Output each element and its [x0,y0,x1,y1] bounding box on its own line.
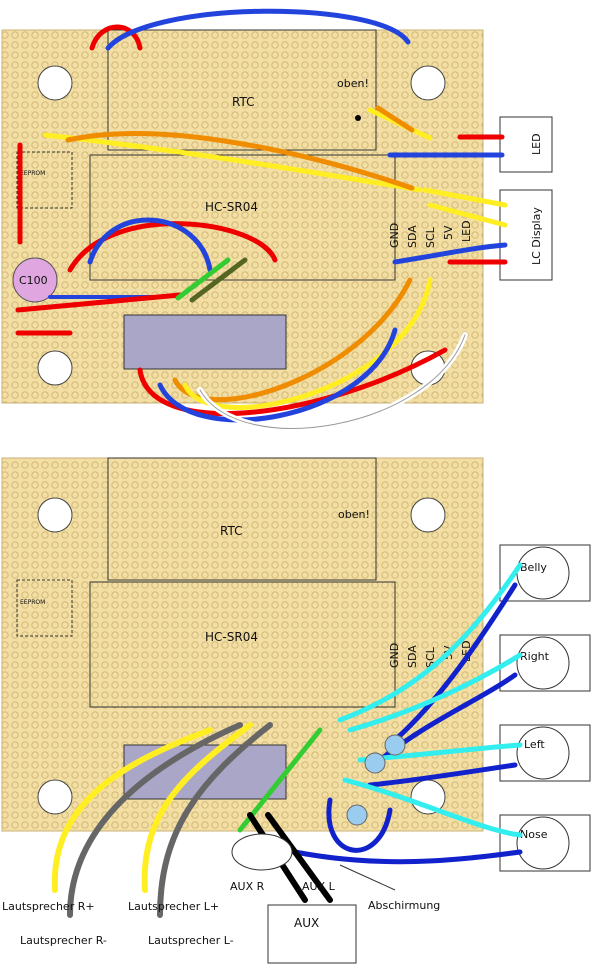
wire-black-aux-l [265,812,333,903]
sensor-label: Belly [520,561,547,574]
wire-white-loop-edge [199,334,466,429]
top-pin-labels: GND SDA SCL 5V LED [388,220,473,248]
solder-dot [355,115,361,121]
wire-blue-nose-loop [326,797,393,853]
hcsr04-label: HC-SR04 [205,200,258,214]
aux-l-label: AUX L [302,880,336,893]
wire-yellow-1 [42,132,423,193]
eeprom-label: EEPROM [20,170,45,177]
wire-red-long [15,292,183,313]
oben-note-bottom: oben! [338,508,370,521]
lcd-box [499,189,553,281]
wire-yellow-l [141,722,253,893]
sensor-circle [516,726,570,780]
wire-yellow-loop [182,277,433,410]
lcd-box-label: LC Display [530,207,543,265]
wire-red-arc [67,221,278,273]
wire-red-loop [137,347,448,416]
aux-label: AUX [294,916,319,930]
pin-led: LED [460,220,473,242]
wire-olive [189,257,248,303]
wire-green [175,257,231,301]
sensor-circle [516,816,570,870]
wire-orange-1 [65,131,415,191]
wire-blue-top [105,8,411,51]
pin-gnd: GND [388,223,401,248]
wire-blue-belly [392,582,518,743]
oben-note: oben! [337,77,369,90]
sensor-nose: Nose [499,814,591,872]
pin-scl: SCL [424,226,437,248]
rtc-label: RTC [232,95,254,109]
wire-blue-loop [157,327,398,423]
sensor-circle [516,636,570,690]
wire-cyan-belly [337,562,523,723]
led-box-label: LED [530,133,543,155]
pin-sda-bottom: SDA [406,645,419,668]
transistor [364,752,386,774]
capacitor-c100 [12,257,58,303]
eeprom-chip-bottom [16,579,73,637]
capacitor-label: C100 [19,274,48,287]
wire-cyan-nose [342,777,523,838]
hcsr04-label-bottom: HC-SR04 [205,630,258,644]
aux-r-label: AUX R [230,880,265,893]
wire-yellow-lcd2 [427,202,508,228]
shield-pointer [339,864,396,891]
sensor-left: Left [499,724,591,782]
sensor-right: Right [499,634,591,692]
rtc-label-bottom: RTC [220,524,242,538]
wire-blue-left [367,762,518,788]
hcsr04-module-bottom [89,581,396,708]
eeprom-chip [16,151,73,209]
top-board: RTC oben! HC-SR04 EEPROM GND SDA SCL 5V … [1,8,553,432]
bottom-board: RTC oben! HC-SR04 EEPROM GND SDA SCL 5V … [1,457,591,964]
wire-yellow-r [51,727,213,893]
shield-ellipse [231,833,293,871]
wire-gray-l [157,722,273,918]
sensor-label: Right [520,650,550,663]
mount-hole [37,779,73,815]
rtc-module-bottom [107,457,377,581]
mount-hole [37,350,73,386]
pin-gnd-bottom: GND [388,643,401,668]
mount-hole [410,65,446,101]
sensor-label: Nose [520,828,548,841]
wire-red-top [89,24,143,51]
wire-blue-arc [87,217,213,273]
led-box [499,116,553,173]
mount-hole [410,350,446,386]
speaker-r-plus: Lautsprecher R+ [2,900,95,913]
pin-5v: 5V [442,225,455,240]
wire-orange-2 [375,105,415,133]
eeprom-label-bottom: EEPROM [20,599,45,606]
wire-green-aux [237,727,323,833]
wire-blue-nose [282,847,523,865]
mount-hole [37,497,73,533]
hcsr04-module [89,154,396,281]
wire-cyan-right [347,652,523,733]
mount-hole [410,497,446,533]
wire-gray-r [67,722,243,918]
header-block [123,314,287,370]
aux-box [267,904,357,964]
wire-blue-lcd [392,242,508,265]
shield-label: Abschirmung [368,899,440,912]
speaker-l-minus: Lautsprecher L- [148,934,234,947]
transistor [346,804,368,826]
transistor [384,734,406,756]
pin-sda: SDA [406,225,419,248]
speaker-r-minus: Lautsprecher R- [20,934,107,947]
sensor-label: Left [524,738,545,751]
speaker-l-plus: Lautsprecher L+ [128,900,219,913]
rtc-module [107,29,377,151]
mount-hole [37,65,73,101]
wire-yellow-lcd1 [422,187,508,208]
